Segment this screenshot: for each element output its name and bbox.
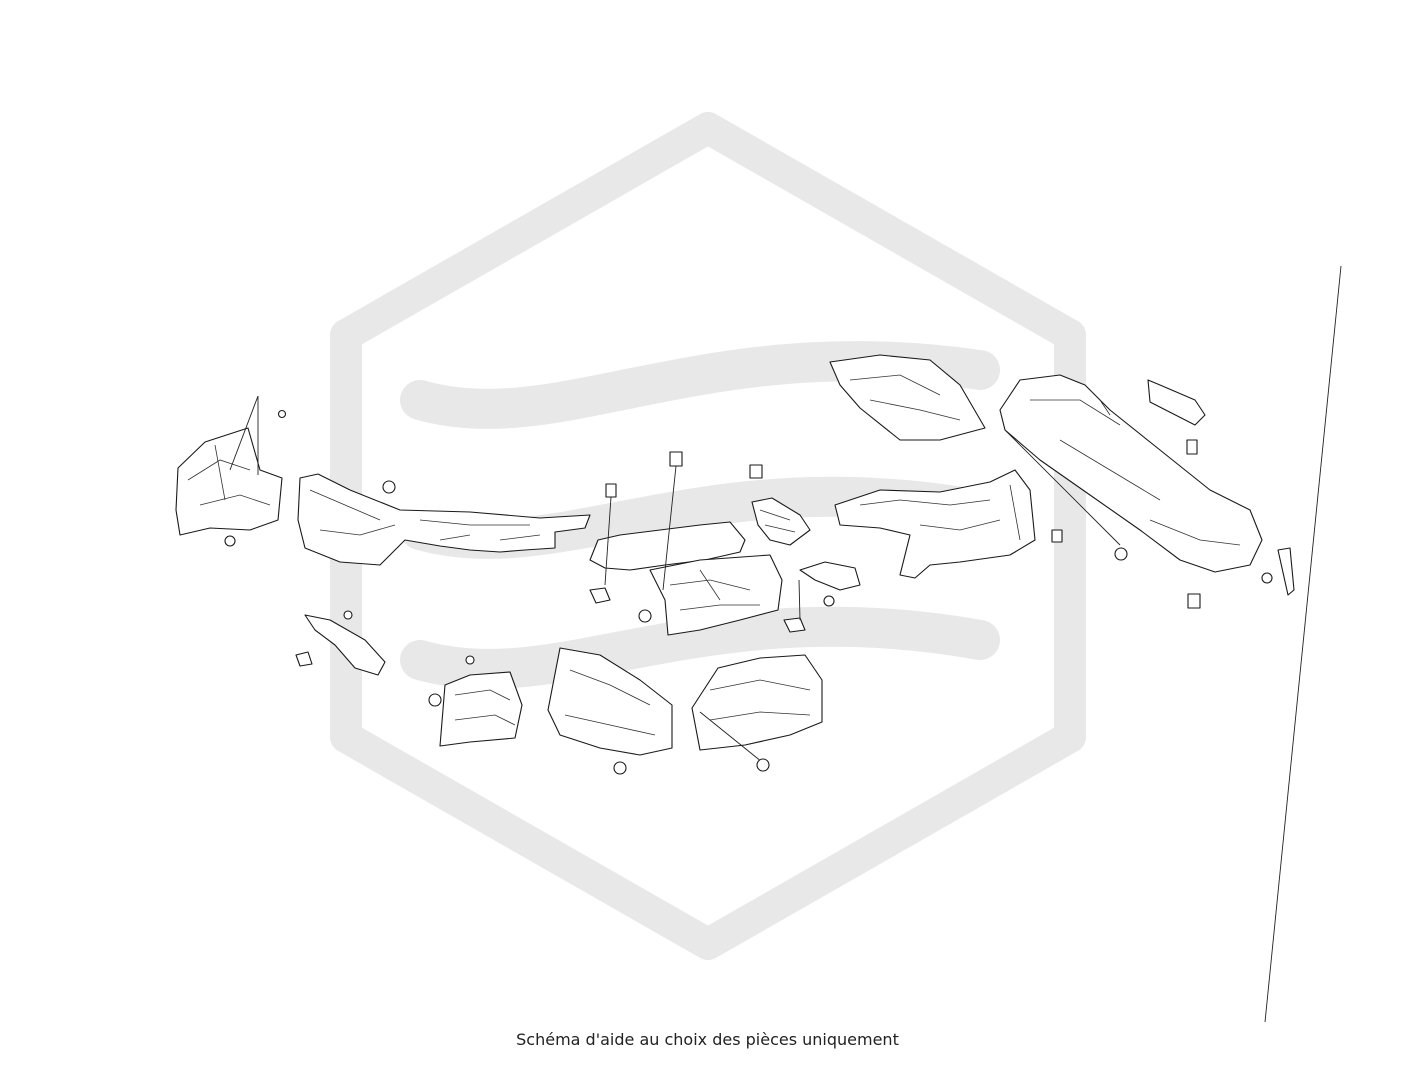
part-heat-shield-center[interactable] xyxy=(589,451,835,636)
part-heat-shield-lower-left[interactable] xyxy=(428,655,523,747)
part-heat-shield-left[interactable] xyxy=(175,395,287,547)
part-heat-shield-right[interactable] xyxy=(999,374,1295,609)
part-heat-shield-upper[interactable] xyxy=(829,354,986,441)
diagram-caption: Schéma d'aide au choix des pièces unique… xyxy=(516,1030,899,1049)
part-bracket-center[interactable] xyxy=(751,497,861,591)
part-heat-shield-front-left[interactable] xyxy=(297,473,591,566)
reference-line xyxy=(1264,265,1342,1023)
part-heat-shield-exhaust[interactable] xyxy=(834,469,1036,579)
part-bracket-lower-left[interactable] xyxy=(295,610,386,676)
part-heat-shield-lower-right[interactable] xyxy=(691,654,823,772)
part-heat-shield-lower-center[interactable] xyxy=(547,647,673,775)
